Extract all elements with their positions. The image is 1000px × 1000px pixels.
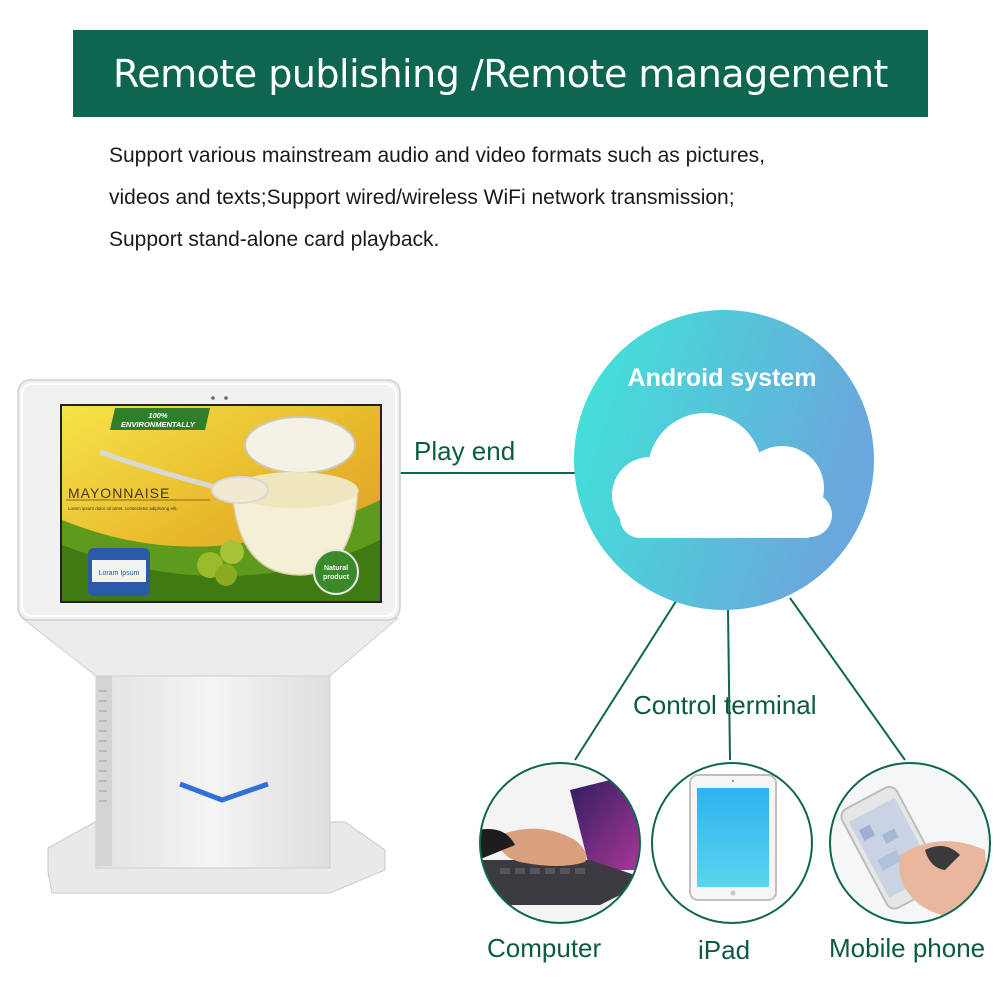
- connector-lines: [398, 472, 906, 761]
- computer-node: [479, 762, 641, 924]
- ad-natural-line-2: product: [323, 574, 350, 581]
- phone-connector: [789, 597, 906, 761]
- android-system-label: Android system: [628, 364, 817, 392]
- ad-badge-line-2: ENVIRONMENTALLY: [121, 420, 196, 429]
- ad-product-title: MAYONNAISE: [68, 485, 170, 501]
- ipad-label: iPad: [698, 935, 751, 965]
- kiosk-neck: [20, 617, 400, 677]
- banner-title: Remote publishing /Remote management: [113, 51, 888, 96]
- ad-tagline: Lorem ipsum dolor sit amet, consectetur …: [68, 506, 178, 511]
- android-cloud-node: [574, 310, 874, 610]
- screen-advertisement: [62, 406, 380, 601]
- kiosk-device: 100% ENVIRONMENTALLY MAYONNAISE Lorem ip…: [17, 379, 401, 894]
- ad-jar-label: Loram Ipsum: [99, 570, 140, 577]
- play-end-label: Play end: [414, 436, 516, 466]
- description-line-1: Support various mainstream audio and vid…: [109, 144, 765, 167]
- description-line-3: Support stand-alone card playback.: [109, 228, 440, 251]
- mobile-phone-label: Mobile phone: [829, 933, 986, 963]
- control-terminal-label: Control terminal: [633, 690, 817, 720]
- kiosk-pillar: [95, 675, 331, 869]
- phone-node: [829, 762, 991, 924]
- ipad-node: [651, 762, 813, 924]
- cloud-icon: [612, 413, 832, 538]
- ipad-connector: [727, 609, 731, 761]
- description-line-2: videos and texts;Support wired/wireless …: [109, 186, 735, 209]
- computer-label: Computer: [487, 933, 602, 963]
- description-block: Support various mainstream audio and vid…: [109, 135, 909, 261]
- title-banner: Remote publishing /Remote management: [73, 30, 928, 117]
- computer-connector: [574, 594, 681, 761]
- ad-natural-line-1: Natural: [324, 565, 348, 572]
- kiosk-logo-chevron: [179, 781, 269, 803]
- ad-badge-line-1: 100%: [148, 411, 168, 420]
